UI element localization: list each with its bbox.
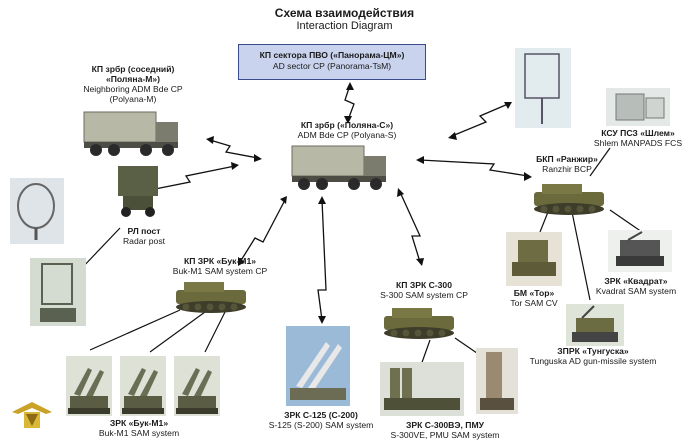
polyana-neighbor-truck (83, 111, 179, 157)
panorama-box: КП сектора ПВО («Панорама-ЦМ») AD sector… (238, 44, 426, 80)
radio-buk-polyana (239, 199, 286, 263)
kvadrat-vehicle (608, 230, 672, 272)
link-radar-post-radar2 (79, 227, 121, 271)
radio-links (149, 84, 529, 321)
s125-label: ЗРК С-125 (С-200) S-125 (S-200) SAM syst… (268, 410, 374, 430)
panorama-label-en: AD sector CP (Panorama-TsM) (272, 61, 392, 71)
link-buk-launcher1 (89, 309, 181, 351)
tor-vehicle (506, 232, 562, 286)
pmu-launcher (476, 348, 518, 414)
radio-radar-polyana (149, 165, 236, 191)
ranzhir-label: БКП «Ранжир» Ranzhir BCP (536, 154, 598, 174)
kvadrat-label: ЗРК «Квадрат» Kvadrat SAM system (595, 276, 677, 296)
link-ranzhir-tunguska (571, 211, 591, 301)
radar-tower (515, 48, 571, 128)
buk-launcher-1 (66, 356, 112, 416)
s300ve-label: ЗРК С-300ВЭ, ПМУ S-300VE, PMU SAM system (390, 420, 500, 440)
panorama-label-ru: КП сектора ПВО («Панорама-ЦМ») (259, 50, 405, 60)
radio-s125-polyana (317, 199, 327, 321)
buk-sam-label: ЗРК «Бук-М1» Buk-M1 SAM system (98, 418, 180, 438)
buk-launcher-2 (120, 356, 166, 416)
link-buk-launcher3 (204, 311, 226, 353)
radio-radar-ranzhir (451, 103, 509, 137)
radio-ranzhir-polyana (419, 159, 529, 177)
radio-neighbor-polyana (209, 139, 259, 159)
link-buk-launcher2 (149, 311, 206, 353)
s300-cp-vehicle (384, 308, 454, 339)
link-ranzhir-kvadrat (609, 209, 643, 233)
link-ranzhir-tor (539, 211, 549, 233)
radio-panorama-polyana (344, 84, 355, 121)
polyana-s-label: КП зрбр («Поляна-С») ADM Bde CP (Polyana… (297, 120, 397, 140)
polyana-s-truck (291, 145, 387, 191)
buk-launcher-3 (174, 356, 220, 416)
link-ranzhir-shlem (589, 147, 611, 177)
buk-cp-vehicle (176, 282, 246, 313)
radar-antenna-2 (30, 258, 86, 326)
radio-s300-polyana (399, 191, 422, 263)
radar-antenna-1 (10, 178, 64, 244)
connection-lines (79, 147, 643, 369)
diagram-subtitle: Interaction Diagram (296, 20, 393, 32)
s125-launcher (286, 326, 350, 406)
buk-cp-label: КП ЗРК «Бук-М1» Buk-M1 SAM system CP (172, 256, 268, 276)
s300ve-launcher (380, 362, 464, 416)
tunguska-label: ЗПРК «Тунгуска» Tunguska AD gun-missile … (529, 346, 657, 366)
tor-label: БМ «Тор» Tor SAM CV (510, 288, 558, 308)
diagram-title: Схема взаимодействия (274, 6, 415, 20)
tunguska-vehicle (566, 304, 624, 346)
radar-post-label: РЛ пост Radar post (122, 226, 166, 246)
shlem-label: КСУ ПСЗ «Шлем» Shlem MANPADS FCS (593, 128, 683, 148)
polyana-neighbor-label: КП зрбр (соседний) «Поляна-М») Neighbori… (83, 64, 183, 104)
arab-defense-forum-logo (12, 402, 52, 428)
s300-cp-label: КП ЗРК С-300 S-300 SAM system CP (380, 280, 468, 300)
ranzhir-vehicle (534, 184, 604, 215)
shlem-device (606, 88, 670, 126)
radar-post-truck (118, 166, 158, 217)
